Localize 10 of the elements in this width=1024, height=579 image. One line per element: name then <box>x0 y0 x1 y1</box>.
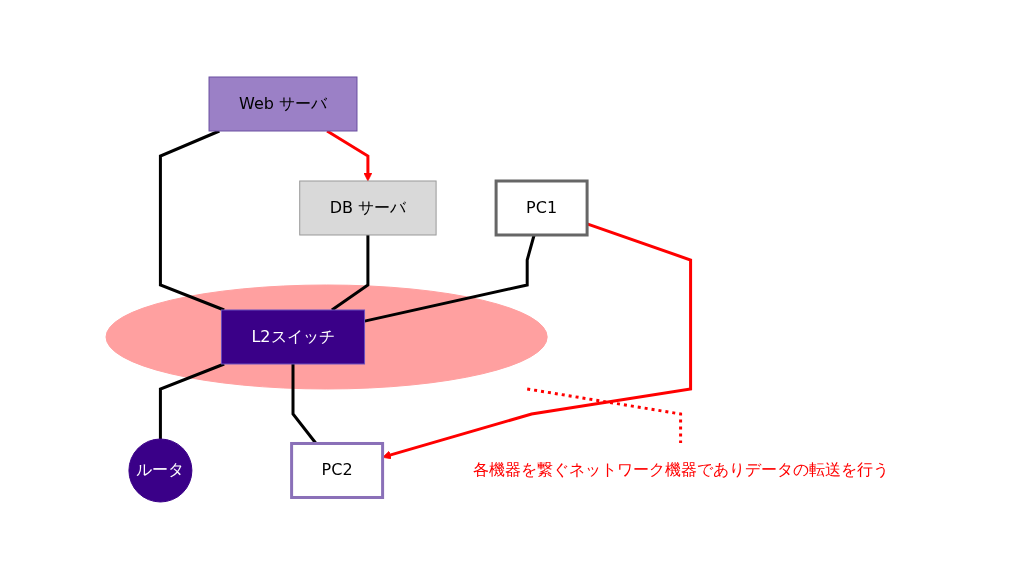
connector <box>363 234 536 323</box>
node-box: PC2 <box>289 442 384 499</box>
node-box: DB サーバ <box>298 180 437 236</box>
node-text: 各機器を繋ぐネットワーク機器でありデータの転送を行う <box>472 460 889 480</box>
connector <box>158 362 225 439</box>
node-box: PC1 <box>494 179 589 237</box>
node-circle: ルータ <box>128 438 193 503</box>
node-box: Web サーバ <box>208 76 358 132</box>
node-box: L2スイッチ <box>220 309 365 365</box>
connector <box>526 387 682 444</box>
